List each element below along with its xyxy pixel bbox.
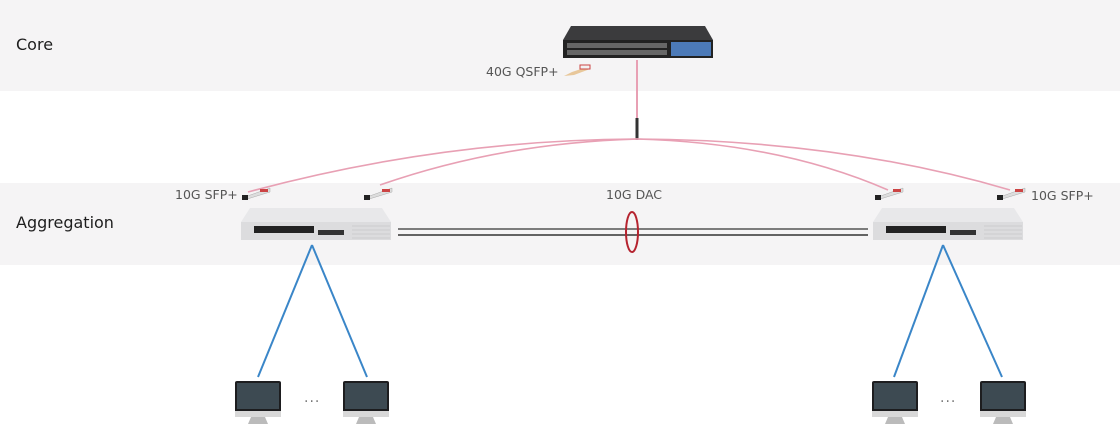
dac-bundle-ring: [625, 211, 639, 253]
aggregation-tier-label: Aggregation: [16, 213, 114, 232]
qsfp-transceiver-icon: [564, 64, 591, 76]
fiber-arc-left-inner: [379, 138, 638, 186]
core-tier-band: [0, 0, 1120, 91]
sfp-transceiver-icon: [874, 187, 904, 200]
access-link-4: [942, 244, 1003, 378]
access-link-3: [893, 244, 944, 378]
sfp-transceiver-icon: [363, 187, 393, 200]
right-sfp-label: 10G SFP+: [1031, 188, 1094, 203]
pc-monitor-icon: [235, 381, 281, 424]
access-link-2: [311, 244, 368, 378]
access-link-1: [257, 244, 313, 378]
pc-monitor-icon: [343, 381, 389, 424]
fiber-arc-right-inner: [636, 138, 889, 191]
right-ellipsis: ...: [940, 390, 957, 406]
sfp-transceiver-icon: [241, 187, 271, 200]
core-tier-label: Core: [16, 35, 54, 54]
left-ellipsis: ...: [304, 390, 321, 406]
dac-label: 10G DAC: [606, 187, 663, 202]
core-switch-icon: [563, 26, 713, 58]
left-sfp-label: 10G SFP+: [175, 187, 238, 202]
pc-monitor-icon: [872, 381, 918, 424]
fiber-arc-left-outer: [247, 138, 638, 193]
pc-monitor-icon: [980, 381, 1026, 424]
sfp-transceiver-icon: [996, 187, 1026, 200]
aggregation-switch-right-icon: [873, 208, 1023, 240]
aggregation-switch-left-icon: [241, 208, 391, 240]
fiber-connector: [635, 118, 639, 140]
core-uplink-label: 40G QSFP+: [486, 64, 559, 79]
fiber-arc-right-outer: [636, 138, 1011, 191]
